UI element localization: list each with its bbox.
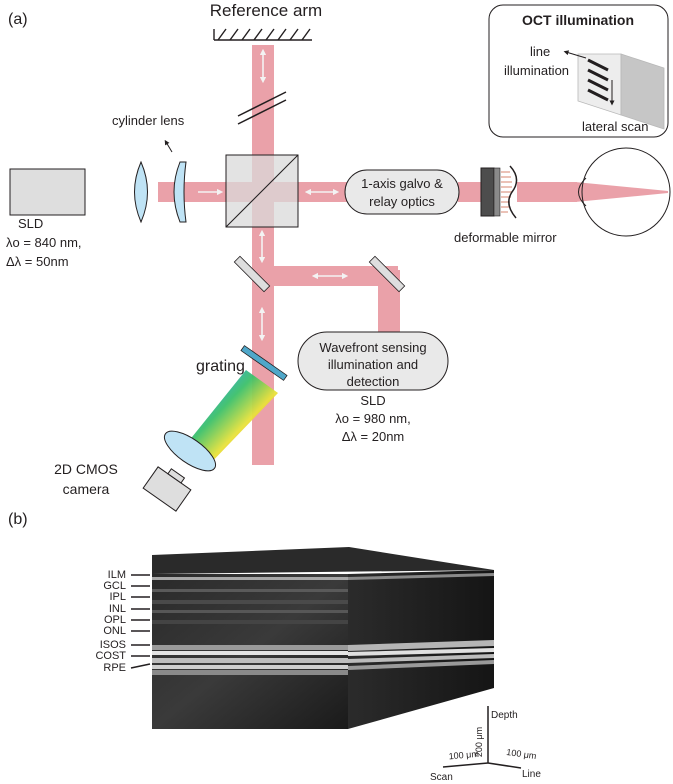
oct-illumination-inset: OCT illumination line illumination later…: [488, 4, 669, 138]
scan-axis-label: Scan: [430, 772, 453, 783]
inset-lateral-scan-label: lateral scan: [582, 119, 648, 134]
inset-title: OCT illumination: [522, 12, 634, 28]
retina-layer-labels: ILM GCL IPL INL OPL ONL ISOS COST RPE: [95, 569, 126, 674]
scale-axes: [442, 706, 522, 769]
inset-line-label-2: illumination: [504, 63, 569, 78]
sld-source-box: [9, 168, 86, 216]
layer-label-rpe: RPE: [103, 662, 126, 674]
scan-axis: [442, 762, 489, 768]
deformable-mirror: [480, 165, 518, 219]
layer-label-isos: ISOS: [100, 639, 126, 651]
inset-plane-side: [620, 53, 665, 130]
wavefront-sld-bandwidth: Δλ = 20nm: [342, 429, 405, 444]
sld-label: SLD: [18, 216, 43, 231]
retina-volume: [152, 547, 494, 729]
sld-bandwidth: Δλ = 50nm: [6, 254, 69, 269]
layer-label-gcl: GCL: [103, 580, 126, 592]
inset-line-label-1: line: [530, 44, 550, 59]
beam-eye-focus: [575, 182, 668, 202]
deformable-mirror-label: deformable mirror: [454, 230, 557, 245]
cylinder-lens-1: [134, 160, 148, 224]
volume-side-face: [348, 570, 494, 729]
wavefront-line-2: illumination and: [328, 357, 418, 372]
layer-label-opl: OPL: [104, 614, 126, 626]
reference-arm-label: Reference arm: [210, 1, 322, 20]
layer-label-cost: COST: [95, 650, 126, 662]
dichroic-mirror-left: [233, 255, 271, 293]
cylinder-lens-rotation-arrow: [164, 139, 173, 153]
depth-scale-label: 200 μm: [474, 727, 484, 757]
layer-label-ilm: ILM: [108, 569, 126, 581]
depth-axis-label: Depth: [491, 710, 518, 721]
volume-top-face: [152, 547, 494, 574]
camera-line-1: 2D CMOS: [54, 461, 118, 477]
wavefront-sld-wavelength: λo = 980 nm,: [335, 411, 411, 426]
grating: [240, 345, 288, 381]
wavefront-bubble: [297, 331, 449, 391]
camera-lens: [163, 430, 217, 472]
beam-galvo-mirror: [458, 182, 482, 202]
line-scale-label: 100 μm: [506, 747, 537, 761]
panel-a-label: (a): [8, 11, 28, 28]
cmos-camera: [142, 466, 192, 512]
sld-wavelength: λo = 840 nm,: [6, 235, 82, 250]
line-axis-label: Line: [522, 769, 541, 780]
layer-label-inl: INL: [109, 603, 126, 615]
volume-layer-bands: [152, 573, 494, 675]
inset-illumination-lines: [587, 58, 609, 102]
retina-layer-ticks: [130, 574, 151, 669]
wavefront-sld-label: SLD: [360, 393, 385, 408]
cylinder-lens-pair: [134, 160, 187, 224]
camera-line-2: camera: [63, 481, 110, 497]
cylinder-lens-label: cylinder lens: [112, 113, 185, 128]
eye: [578, 147, 671, 237]
cylinder-lens-2: [173, 161, 187, 223]
galvo-relay-bubble: [344, 169, 460, 215]
layer-label-ipl: IPL: [109, 591, 126, 603]
beam-mirror-eye: [517, 182, 577, 202]
spectral-fan: [184, 370, 278, 468]
grating-label: grating: [196, 358, 245, 375]
scan-scale-label: 100 μm: [448, 749, 479, 762]
galvo-line-1: 1-axis galvo &: [361, 176, 443, 191]
line-axis: [487, 762, 522, 769]
reference-mirror: [213, 28, 312, 41]
wavefront-line-3: detection: [347, 374, 400, 389]
layer-label-onl: ONL: [103, 625, 126, 637]
beam-splitter-diagonal: [225, 154, 299, 228]
dispersion-plate: [237, 91, 287, 125]
panel-b-label: (b): [8, 511, 28, 528]
dichroic-mirror-right: [368, 255, 406, 293]
galvo-line-2: relay optics: [369, 194, 435, 209]
wavefront-line-1: Wavefront sensing: [319, 340, 426, 355]
